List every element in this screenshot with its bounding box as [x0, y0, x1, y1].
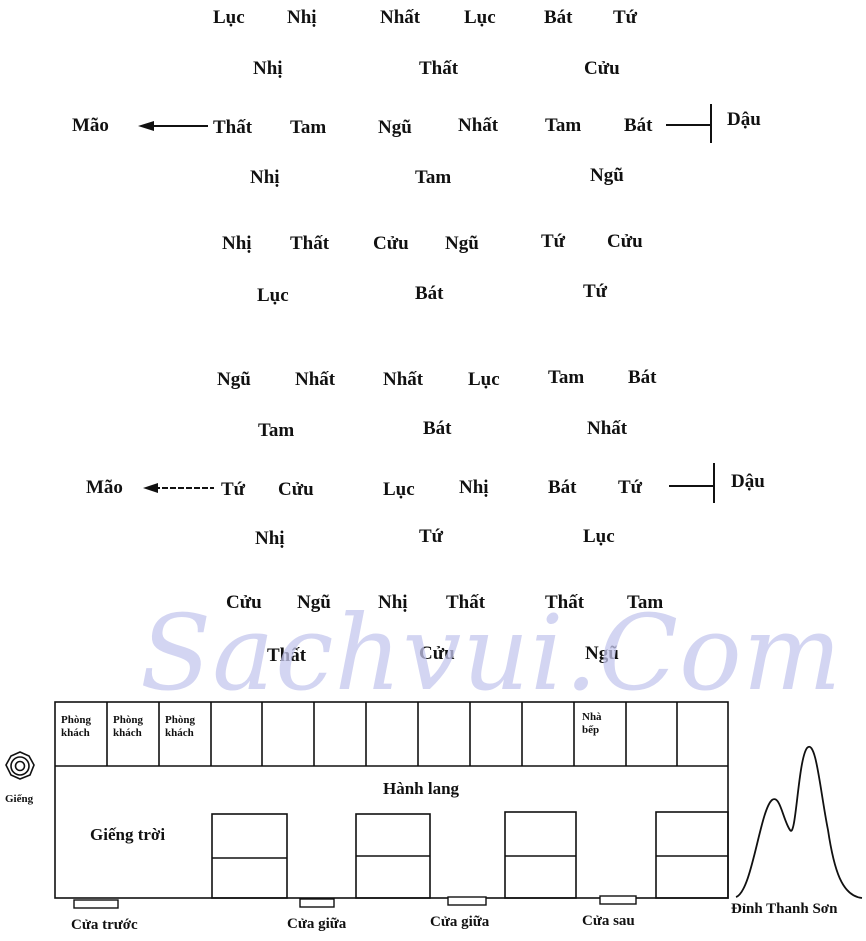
door-front-label: Cửa trước	[71, 917, 138, 933]
room-kitchen: Nhà bếp	[582, 711, 602, 736]
grid2-r1-c1: Ngũ	[217, 369, 251, 390]
grid2-r4-c2: Tứ	[419, 526, 444, 547]
door-middle-2-label: Cửa giữa	[430, 914, 490, 930]
grid2-r3-c4: Nhị	[459, 477, 489, 498]
mountain-label: Đỉnh Thanh Sơn	[731, 901, 838, 917]
grid2-r1-c6: Bát	[628, 367, 657, 388]
courtyard-label: Giếng trời	[90, 825, 166, 844]
grid2-r2-c2: Bát	[423, 418, 452, 439]
grid1-r3-c2: Tam	[290, 117, 327, 138]
grid1-r2-c2: Thất	[419, 58, 459, 79]
grid2-left-arrow	[143, 483, 214, 493]
grid2-r6-c3: Ngũ	[585, 643, 619, 664]
grid2-r3-c3: Lục	[383, 479, 415, 500]
grid2-r6-c1: Thất	[267, 645, 307, 666]
grid1-r6-c3: Tứ	[583, 281, 608, 302]
grid1-r1-c3: Nhất	[380, 7, 421, 28]
grid1-r3-c4: Nhất	[458, 115, 499, 136]
grid1-r1-c5: Bát	[544, 7, 573, 28]
grid1-r4-c1: Nhị	[250, 167, 280, 188]
grid1-r1-c1: Lục	[213, 7, 245, 28]
grid2-r1-c4: Lục	[468, 369, 500, 390]
room-living-1: Phòng khách	[61, 714, 91, 739]
grid2-r5-c5: Thất	[545, 592, 585, 613]
grid2-r4-c1: Nhị	[255, 528, 285, 549]
grid2-right-direction: Dậu	[731, 471, 765, 492]
well-icon	[5, 751, 35, 780]
grid1-r2-c1: Nhị	[253, 58, 283, 79]
doors	[73, 895, 637, 909]
grid2-r3-c5: Bát	[548, 477, 577, 498]
corridor-label: Hành lang	[383, 779, 460, 798]
grid2-r5-c3: Nhị	[378, 592, 408, 613]
middle-door-mark-1	[299, 898, 335, 908]
grid1-right-marker	[666, 104, 712, 143]
grid2-r3-c6: Tứ	[618, 477, 643, 498]
grid1-r3-c3: Ngũ	[378, 117, 412, 138]
grid1-r4-c3: Ngũ	[590, 165, 624, 186]
door-back-label: Cửa sau	[582, 913, 635, 929]
grid2-r5-c4: Thất	[446, 592, 486, 613]
grid2-r3-c1: Tứ	[221, 479, 246, 500]
grid2-r3-c2: Cửu	[278, 479, 314, 500]
grid1-r3-c1: Thất	[213, 117, 253, 138]
grid1-r4-c2: Tam	[415, 167, 452, 188]
door-middle-1-label: Cửa giữa	[287, 916, 347, 932]
room-living-3: Phòng khách	[165, 714, 195, 739]
grid1-r5-c5: Tứ	[541, 231, 566, 252]
grid2-r5-c2: Ngũ	[297, 592, 331, 613]
grid1-r5-c2: Thất	[290, 233, 330, 254]
grid1-r2-c3: Cửu	[584, 58, 620, 79]
grid1-r1-c4: Lục	[464, 7, 496, 28]
grid2-r2-c1: Tam	[258, 420, 295, 441]
grid1-r5-c1: Nhị	[222, 233, 252, 254]
grid2-r2-c3: Nhất	[587, 418, 628, 439]
grid2-r1-c2: Nhất	[295, 369, 336, 390]
grid1-r3-c6: Bát	[624, 115, 653, 136]
mountain-icon	[735, 745, 863, 899]
grid2-right-marker	[669, 463, 715, 503]
grid1-r5-c4: Ngũ	[445, 233, 479, 254]
grid1-left-arrow	[138, 121, 208, 131]
grid1-r3-c5: Tam	[545, 115, 582, 136]
grid1-r6-c1: Lục	[257, 285, 289, 306]
grid1-r1-c6: Tứ	[613, 7, 638, 28]
grid1-r6-c2: Bát	[415, 283, 444, 304]
grid1-right-direction: Dậu	[727, 109, 761, 130]
courtyard-boxes	[211, 811, 729, 899]
back-door-mark	[599, 895, 637, 905]
grid2-r5-c1: Cửu	[226, 592, 262, 613]
front-door-mark	[73, 899, 119, 909]
well-label: Giếng	[5, 793, 34, 805]
grid1-r5-c3: Cửu	[373, 233, 409, 254]
grid2-r5-c6: Tam	[627, 592, 664, 613]
room-living-2: Phòng khách	[113, 714, 143, 739]
middle-door-mark-2	[447, 896, 487, 906]
grid1-r1-c2: Nhị	[287, 7, 317, 28]
grid1-r5-c6: Cửu	[607, 231, 643, 252]
grid1-left-direction: Mão	[72, 115, 109, 136]
grid2-r1-c3: Nhất	[383, 369, 424, 390]
grid2-r4-c3: Lục	[583, 526, 615, 547]
grid2-r6-c2: Cửu	[419, 643, 455, 664]
grid2-left-direction: Mão	[86, 477, 123, 498]
grid2-r1-c5: Tam	[548, 367, 585, 388]
